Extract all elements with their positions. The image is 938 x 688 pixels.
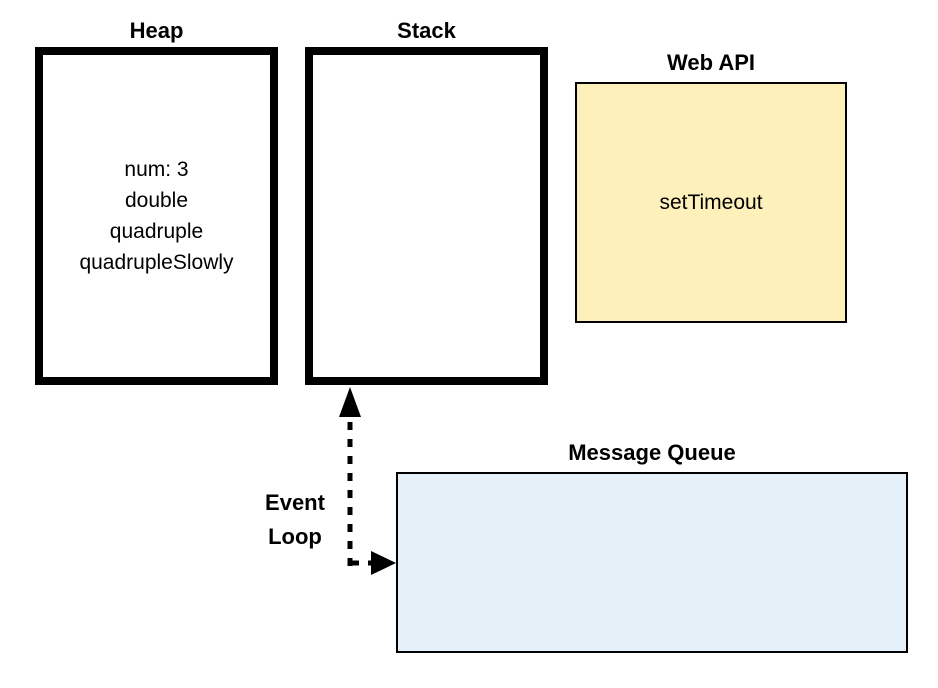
heap-title: Heap: [129, 18, 184, 43]
heap-box: num: 3 double quadruple quadrupleSlowly: [35, 47, 278, 385]
settimeout-item: setTimeout: [659, 191, 763, 214]
web-api-title: Web API: [666, 50, 755, 75]
heap-item: quadruple: [109, 220, 204, 243]
message-queue-box: [396, 472, 908, 653]
heap-item: quadrupleSlowly: [79, 251, 234, 274]
heap-contents: num: 3 double quadruple quadrupleSlowly: [43, 55, 270, 377]
message-queue-title: Message Queue: [568, 440, 736, 465]
event-loop-label-line: Event: [265, 490, 325, 515]
web-api-contents: setTimeout: [577, 84, 845, 321]
event-loop-label-line: Loop: [268, 524, 322, 549]
stack-title: Stack: [397, 18, 456, 43]
stack-box: [305, 47, 548, 385]
arrow-head-up-icon: [339, 387, 361, 417]
arrow-head-right-icon: [371, 551, 396, 575]
heap-item: double: [124, 189, 189, 212]
web-api-box: setTimeout: [575, 82, 847, 323]
event-loop-label: Event Loop: [240, 486, 350, 554]
heap-item: num: 3: [124, 158, 189, 181]
